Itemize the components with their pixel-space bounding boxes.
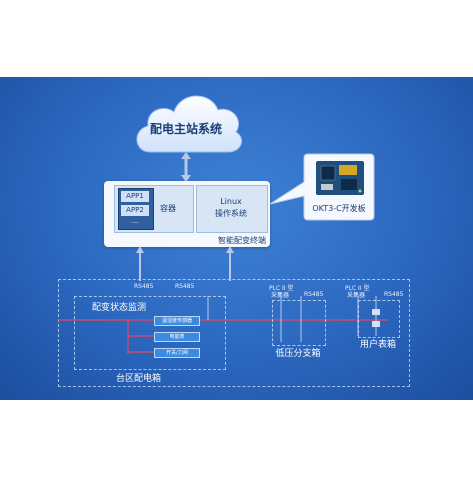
rs485-label-a: RS485 [134,283,154,290]
field-region [58,279,410,387]
plc-b-line2: 采集器 [347,292,366,299]
terminal-caption: 智能配变终端 [218,236,266,245]
monitor-title: 配变状态监测 [92,303,147,313]
board-label: OKT3-C开发板 [312,204,366,213]
plc-a-line2: 采集器 [271,292,290,299]
monitor-region [74,296,226,370]
container-label: 容器 [160,204,176,213]
rs485-connectors [136,246,234,281]
os-label-linux: Linux [220,197,242,206]
os-panel [196,185,268,233]
low-voltage-box-outline [272,300,326,346]
sensor-energy-meter: 电能表 [154,332,200,342]
plc-a-line1: PLC II 型 [269,285,294,292]
low-voltage-box-label: 低压分支箱 [275,349,321,359]
user-meter-box-label: 用户表箱 [359,340,396,350]
cloud-label: 配电主站系统 [149,122,222,136]
more-apps: ... [131,217,139,225]
sensor-temp-humidity: 温湿度传感器 [154,316,200,326]
app2-tile: APP2 [121,205,149,216]
os-label-system: 操作系统 [215,209,247,218]
plc-b-line1: PLC II 型 [345,285,370,292]
meter-icon-b [372,321,380,327]
sensor-switch: 开关/刀闸 [154,348,200,358]
rs485-label-d: RS485 [384,291,404,298]
user-meter-box-outline [358,300,400,338]
cloud-icon [136,95,243,153]
double-arrow-icon [181,152,191,182]
meter-icon-a [372,309,380,315]
wiring [58,296,388,354]
rs485-label-c: RS485 [304,291,324,298]
rs485-label-b: RS485 [175,283,195,290]
app1-tile: APP1 [121,191,149,202]
district-box-label: 台区配电箱 [116,374,162,384]
dev-board-icon [316,161,364,195]
